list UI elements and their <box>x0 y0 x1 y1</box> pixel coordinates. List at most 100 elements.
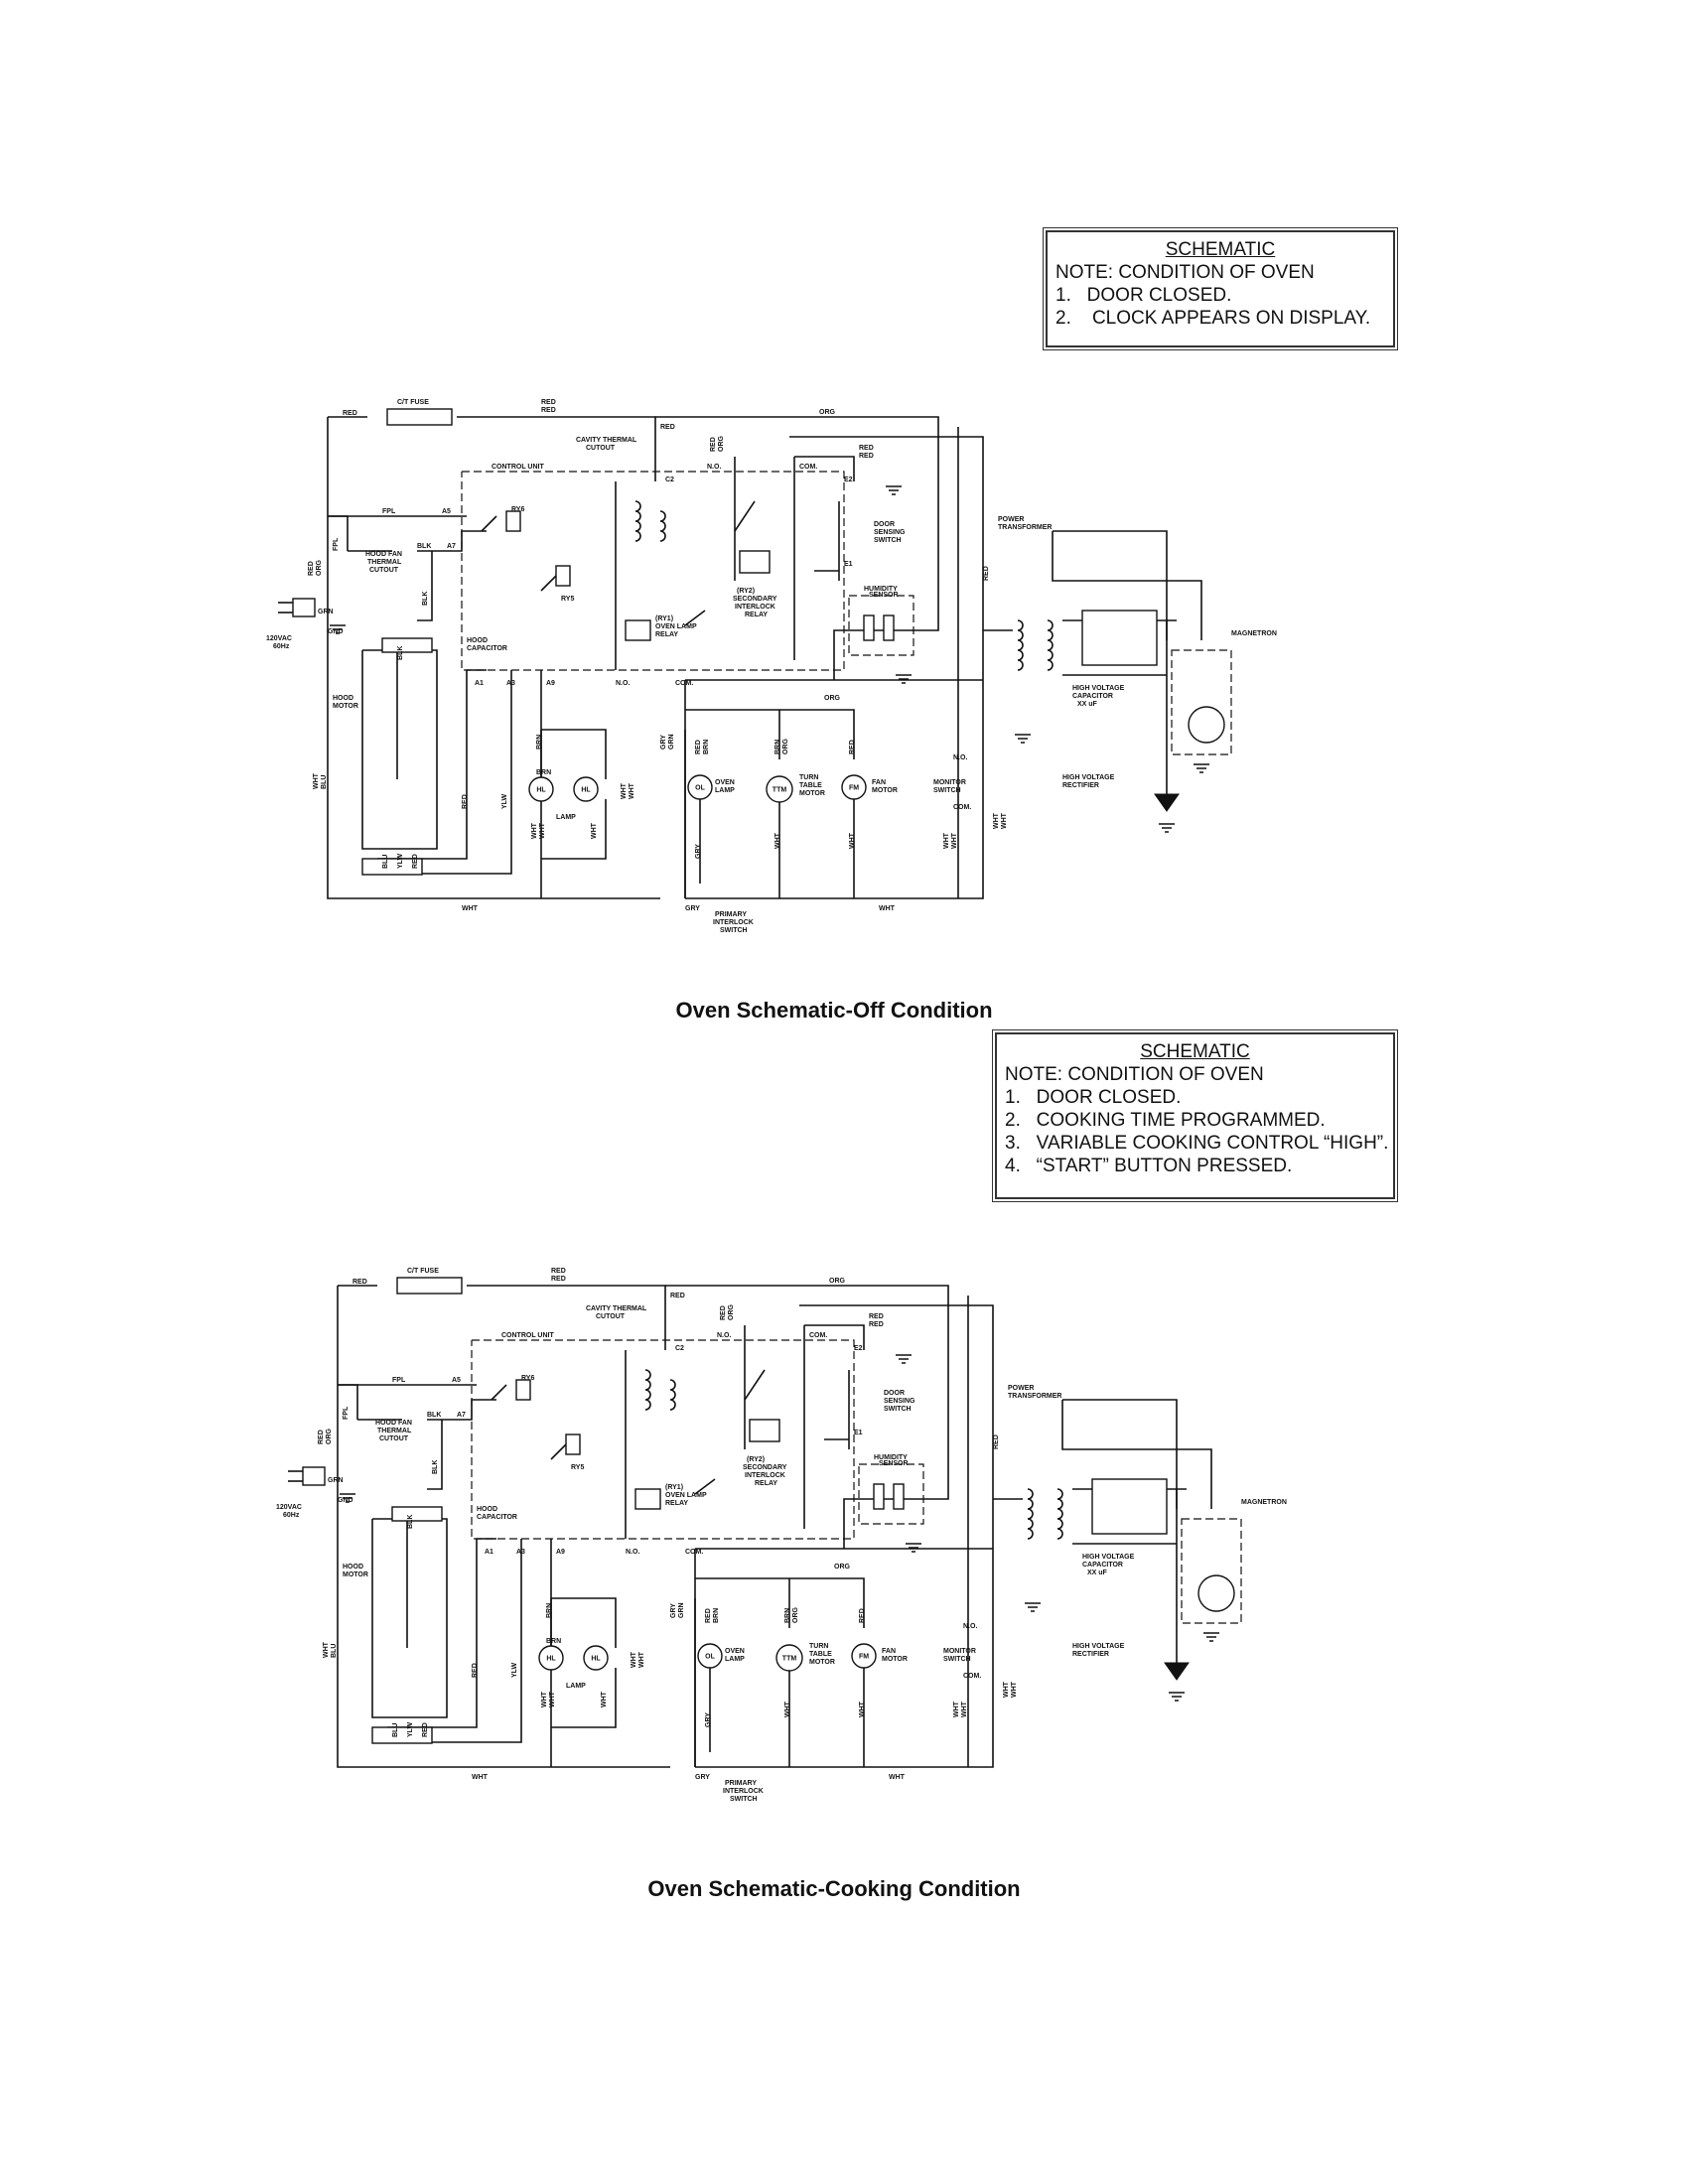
terminal-label: N.O. <box>717 1332 731 1339</box>
wire-color-label: RED <box>318 1430 325 1444</box>
wire-label: RED <box>869 1313 884 1320</box>
wire-color-label: RED <box>308 561 315 576</box>
wire <box>1061 1400 1212 1509</box>
oven-lamp-relay-label: RELAY <box>655 631 678 638</box>
wire <box>541 799 607 860</box>
wire <box>1062 1399 1178 1509</box>
secondary-interlock-relay-label: INTERLOCK <box>745 1472 785 1479</box>
wire <box>387 1538 496 1728</box>
connector-block <box>371 1726 433 1744</box>
thermal-fuse <box>396 1277 463 1295</box>
note-item: 4. “START” BUTTON PRESSED. <box>1005 1156 1293 1176</box>
oven-lamp-label: OVEN <box>725 1648 745 1655</box>
wire <box>1053 530 1168 640</box>
wire <box>338 1384 358 1420</box>
transformer-coil <box>644 1369 651 1411</box>
power-transformer-secondary-coil <box>1056 1488 1063 1540</box>
connector-block <box>391 1506 443 1522</box>
humidity-sensor-element <box>873 1483 885 1510</box>
fan-motor-label: MOTOR <box>882 1656 908 1663</box>
ground-icon <box>330 624 346 634</box>
terminal-label: C2 <box>665 477 674 483</box>
terminal-label: N.O. <box>616 680 630 687</box>
fan-motor-icon <box>851 1643 877 1669</box>
monitor-switch-label: SWITCH <box>933 787 961 794</box>
hood-fan-thermal-cutout-label: THERMAL <box>377 1428 412 1434</box>
wire-label: RED <box>541 399 556 406</box>
oven-lamp-relay-label: RELAY <box>665 1500 688 1507</box>
door-sensing-switch-label: SENSING <box>884 1398 915 1405</box>
wire-label: BLK <box>417 543 431 550</box>
wire-color-label: RED <box>422 1722 429 1737</box>
turntable-motor-label: TABLE <box>799 782 822 789</box>
fan-motor-label: FAN <box>882 1648 896 1655</box>
hood-fan-thermal-cutout-label: THERMAL <box>367 559 402 566</box>
terminal-label: A1 <box>485 1549 493 1556</box>
high-voltage-capacitor-label: CAPACITOR <box>1072 693 1113 700</box>
oven-lamp-label: LAMP <box>725 1656 745 1663</box>
wire-color-label: GRN <box>678 1602 685 1618</box>
wire-color-label: BRN <box>703 740 710 754</box>
terminal-label: A5 <box>442 508 451 515</box>
ground-icon <box>1203 1632 1219 1642</box>
hood-motor-label: MOTOR <box>333 703 358 710</box>
wire-label: RED <box>869 1321 884 1328</box>
terminal-label: A3 <box>516 1549 525 1556</box>
hood-lamp-label: LAMP <box>566 1683 586 1690</box>
power-transformer-label: POWER <box>1008 1385 1034 1392</box>
ry6-relay-coil <box>515 1379 531 1401</box>
cavity-thermal-cutout-label: CUTOUT <box>596 1313 626 1320</box>
wire-color-label: RED <box>849 740 856 754</box>
ground-icon <box>1169 1692 1185 1702</box>
control-unit-label: CONTROL UNIT <box>492 464 544 471</box>
humidity-sensor-label: HUMIDITY <box>874 1454 908 1461</box>
wire-color-label: RED <box>993 1434 1000 1449</box>
cavity-thermal-cutout-label: CUTOUT <box>586 445 616 452</box>
wire-label: GRN <box>318 609 334 615</box>
wire <box>540 575 557 592</box>
secondary-interlock-relay-label: SECONDARY <box>733 596 777 603</box>
wire-color-label: BLK <box>422 592 429 606</box>
humidity-sensor-box <box>848 595 914 656</box>
hood-capacitor-label: CAPACITOR <box>467 645 507 652</box>
wire-color-label: WHT <box>953 1701 960 1717</box>
turntable-motor-icon <box>766 775 793 803</box>
ground-icon <box>906 1543 921 1553</box>
terminal-label: A1 <box>475 680 484 687</box>
terminal-label: COM. <box>953 804 971 811</box>
humidity-sensor-label: SENSOR <box>879 1460 909 1467</box>
wire <box>328 515 349 551</box>
terminal-label: E1 <box>844 561 853 568</box>
oven-lamp-icon-label: OL <box>695 785 705 792</box>
wire-color-label: WHT <box>313 772 320 789</box>
terminal-label: N.O. <box>626 1549 639 1556</box>
rectifier-diode-icon <box>1164 1662 1190 1681</box>
turntable-motor-label: TURN <box>809 1643 828 1650</box>
wire <box>685 436 984 899</box>
wire-color-label: BLU <box>321 775 328 789</box>
wire-color-label: WHT <box>774 832 781 849</box>
door-sensing-switch-label: SENSING <box>874 529 906 536</box>
wire <box>481 515 497 532</box>
secondary-interlock-relay-label: INTERLOCK <box>735 604 775 611</box>
wire <box>665 1285 949 1549</box>
high-voltage-capacitor-label: XX uF <box>1087 1570 1108 1576</box>
primary-interlock-switch-label: PRIMARY <box>715 911 747 918</box>
wire-color-label: YLW <box>501 793 508 809</box>
ry5-relay-coil <box>555 565 571 587</box>
wire-color-label: WHT <box>784 1701 791 1717</box>
hood-motor-label: HOOD <box>343 1564 363 1570</box>
hood-capacitor-label: CAPACITOR <box>477 1514 517 1521</box>
schematic-note-off: SCHEMATIC NOTE: CONDITION OF OVEN 1. DOO… <box>1043 227 1398 350</box>
wire-color-label: WHT <box>549 1691 556 1707</box>
wire-label: ORG <box>824 695 841 702</box>
supply-label: 60Hz <box>283 1512 300 1519</box>
cavity-thermal-cutout-label: CAVITY THERMAL <box>586 1305 647 1312</box>
wire <box>655 416 939 680</box>
transformer-coil <box>659 510 666 542</box>
wire-color-label: ORG <box>316 560 323 577</box>
wire <box>550 1443 567 1460</box>
secondary-interlock-relay-coil <box>739 550 771 574</box>
hood-lamp-icon <box>573 776 599 802</box>
wire-color-label: GRY <box>660 735 667 750</box>
